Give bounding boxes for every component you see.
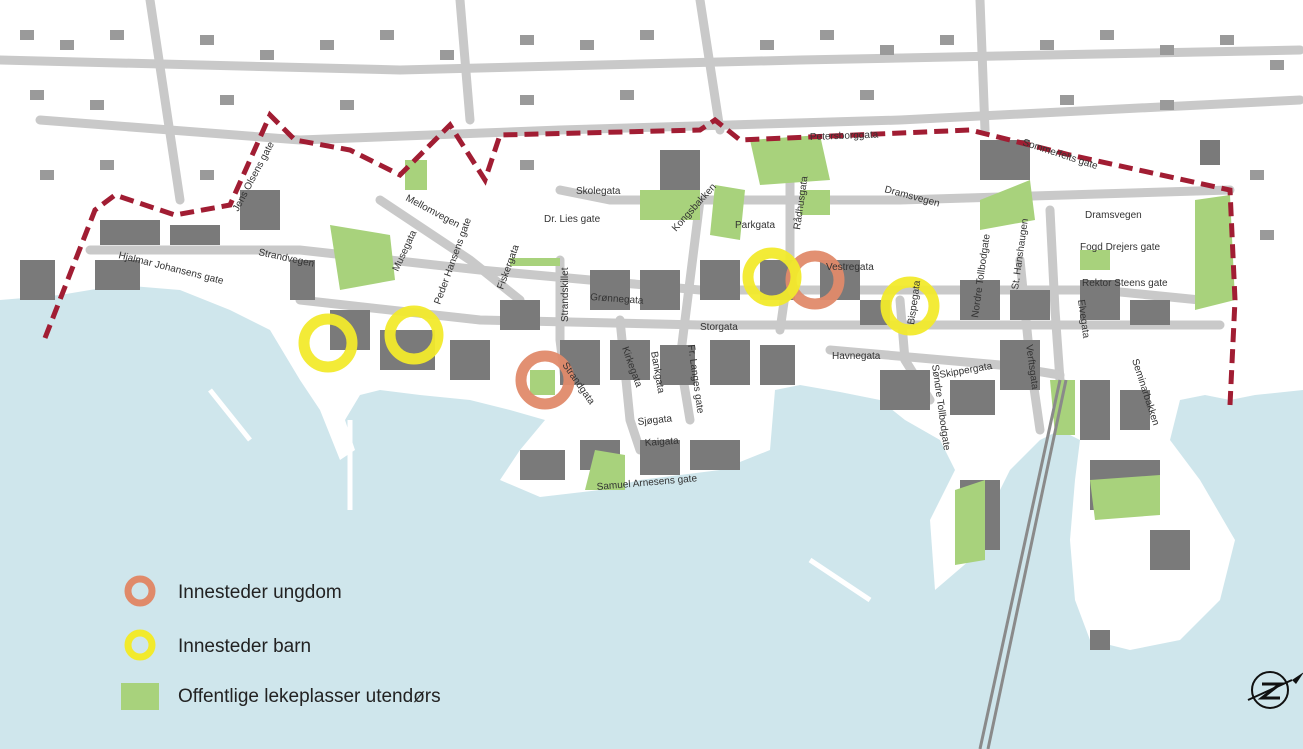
legend-label-ungdom: Innesteder ungdom [178,582,342,603]
legend-swatch-playground [121,683,159,710]
legend: Innesteder ungdom Innesteder barn Offent… [121,575,441,710]
street-label: Storgata [700,322,738,333]
street-label: Havnegata [832,351,881,362]
piers [208,388,872,603]
houses [20,30,1284,240]
street-label: Fogd Drejers gate [1080,242,1160,253]
street-label: Sjøgata [637,413,673,428]
street-label: Petersborggata [810,130,879,143]
ring-barn-4 [880,276,940,336]
legend-label-barn: Innesteder barn [178,636,311,657]
legend-label-playground: Offentlige lekeplasser utendørs [178,686,441,707]
ring-barn-1 [298,313,358,373]
street-label: Skolegata [576,186,621,197]
street-label: Strandskillet [560,267,571,322]
street-label: Kaigata [644,436,679,449]
rings-barn [298,247,940,373]
street-label: Grønnegata [590,292,644,307]
legend-ring-barn [124,629,156,661]
street-label: Dramsvegen [1085,210,1142,221]
ring-ungdom-1 [515,350,575,410]
street-label: Parkgata [735,220,775,231]
compass-icon [1247,671,1303,709]
street-label: Elvegata [1075,299,1091,340]
ring-barn-3 [742,247,802,307]
street-label: Dr. Lies gate [544,214,601,225]
zone-boundary [42,110,1238,406]
street-label: Vestregata [826,262,874,273]
ring-barn-2 [384,305,444,365]
legend-ring-ungdom [124,575,156,607]
bridge [978,379,1068,749]
street-label: Rektor Steens gate [1082,278,1168,289]
